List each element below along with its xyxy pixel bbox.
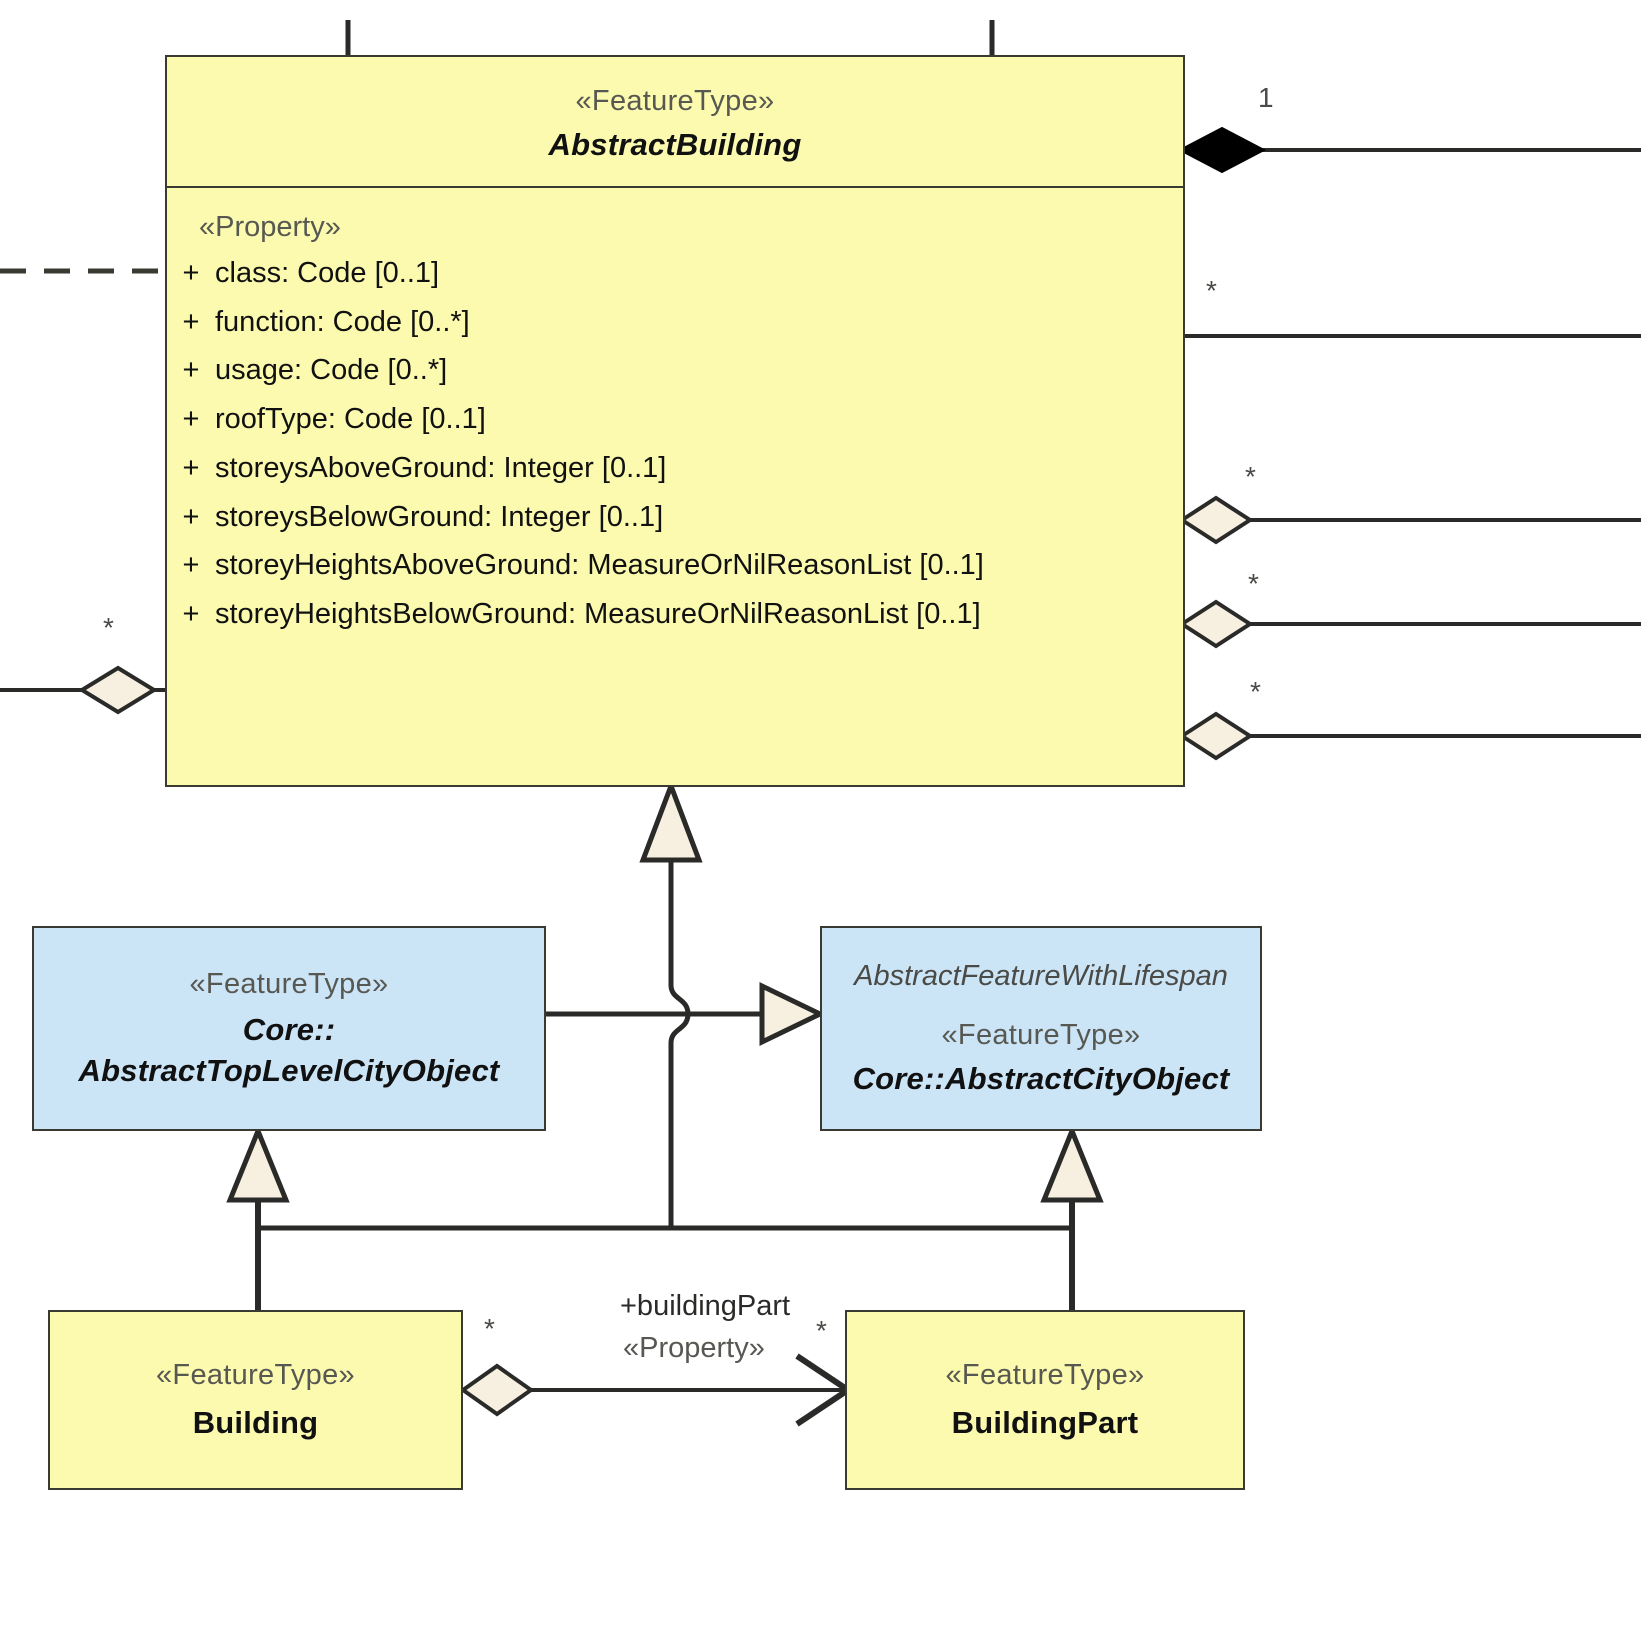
attribute-text: storeysAboveGround: Integer [0..1] — [215, 451, 667, 484]
class-name: BuildingPart — [951, 1405, 1139, 1441]
visibility-marker: + — [182, 598, 200, 631]
attribute-text: function: Code [0..*] — [215, 305, 470, 338]
edge-label-building-part-stereotype: «Property» — [623, 1332, 765, 1364]
attribute-text: storeysBelowGround: Integer [0..1] — [215, 500, 664, 533]
multiplicity-association-right-1: * — [1206, 275, 1217, 306]
generalization-arrow-abstractcityobject-h — [759, 982, 826, 1046]
generalization-arrow-abstractbuilding — [639, 778, 703, 863]
multiplicity-composition-right-top: 1 — [1258, 82, 1274, 113]
attribute-row[interactable]: + usage: Code [0..*] — [167, 346, 1183, 395]
generalization-arrow-cityobject — [1040, 1124, 1104, 1203]
open-arrowhead-buildingpart — [795, 1353, 854, 1427]
stereotype-label: «FeatureType» — [941, 1018, 1141, 1051]
class-header-abstract-building: «FeatureType» AbstractBuilding — [167, 57, 1183, 186]
stereotype-label: «FeatureType» — [156, 1358, 355, 1391]
attribute-text: roofType: Code [0..1] — [215, 403, 486, 436]
class-abstract-city-object[interactable]: AbstractFeatureWithLifespan «FeatureType… — [820, 926, 1262, 1131]
multiplicity-aggregation-right-3: * — [1250, 676, 1261, 707]
generalization-arrow-toplevel — [226, 1124, 290, 1203]
attribute-text: storeyHeightsBelowGround: MeasureOrNilRe… — [215, 598, 981, 631]
supertype-label: AbstractFeatureWithLifespan — [854, 959, 1228, 992]
attribute-row[interactable]: + function: Code [0..*] — [167, 298, 1183, 347]
visibility-marker: + — [182, 500, 200, 533]
multiplicity-aggregation-left: * — [103, 612, 114, 643]
multiplicity-building-part-end: * — [816, 1315, 827, 1346]
aggregation-diamond-1 — [1178, 495, 1254, 545]
multiplicity-aggregation-right-1: * — [1245, 461, 1256, 492]
attributes-compartment: «Property» + class: Code [0..1] + functi… — [167, 185, 1183, 639]
aggregation-diamond-3 — [1178, 711, 1254, 761]
multiplicity-aggregation-right-2: * — [1248, 568, 1259, 599]
visibility-marker: + — [182, 257, 200, 290]
attribute-text: class: Code [0..1] — [215, 257, 440, 290]
attribute-row[interactable]: + roofType: Code [0..1] — [167, 395, 1183, 444]
edge-label-building-part-role: +buildingPart — [620, 1290, 791, 1322]
attribute-text: usage: Code [0..*] — [215, 354, 448, 387]
class-name-line-1: Core:: — [242, 1011, 336, 1047]
class-abstract-building[interactable]: «FeatureType» AbstractBuilding «Property… — [165, 55, 1185, 787]
class-building-part[interactable]: «FeatureType» BuildingPart — [845, 1310, 1245, 1490]
class-name: Core::AbstractCityObject — [852, 1061, 1230, 1097]
attribute-row[interactable]: + storeysBelowGround: Integer [0..1] — [167, 493, 1183, 542]
composition-diamond-filled — [1177, 126, 1267, 174]
attribute-row[interactable]: + storeysAboveGround: Integer [0..1] — [167, 444, 1183, 493]
attribute-row[interactable]: + storeyHeightsBelowGround: MeasureOrNil… — [167, 590, 1183, 639]
attribute-row[interactable]: + storeyHeightsAboveGround: MeasureOrNil… — [167, 541, 1183, 590]
aggregation-diamond-2 — [1178, 599, 1254, 649]
attribute-text: storeyHeightsAboveGround: MeasureOrNilRe… — [215, 549, 984, 582]
visibility-marker: + — [182, 549, 200, 582]
class-abstract-top-level-city-object[interactable]: «FeatureType» Core:: AbstractTopLevelCit… — [32, 926, 546, 1131]
stereotype-label: «FeatureType» — [189, 967, 389, 1000]
class-name: AbstractBuilding — [548, 127, 802, 163]
attribute-row[interactable]: + class: Code [0..1] — [167, 249, 1183, 298]
visibility-marker: + — [182, 451, 200, 484]
multiplicity-building-end: * — [484, 1313, 495, 1344]
class-building[interactable]: «FeatureType» Building — [48, 1310, 463, 1490]
class-name-line-2: AbstractTopLevelCityObject — [78, 1053, 500, 1089]
edge-line-hop — [668, 984, 691, 1044]
stereotype-label: «FeatureType» — [945, 1358, 1145, 1391]
aggregation-diamond-building — [459, 1363, 535, 1417]
stereotype-label: «FeatureType» — [575, 85, 775, 117]
visibility-marker: + — [182, 305, 200, 338]
visibility-marker: + — [182, 354, 200, 387]
attribute-stereotype-label: «Property» — [199, 210, 341, 243]
aggregation-diamond-left — [78, 665, 158, 715]
class-name: Building — [192, 1405, 319, 1441]
visibility-marker: + — [182, 403, 200, 436]
